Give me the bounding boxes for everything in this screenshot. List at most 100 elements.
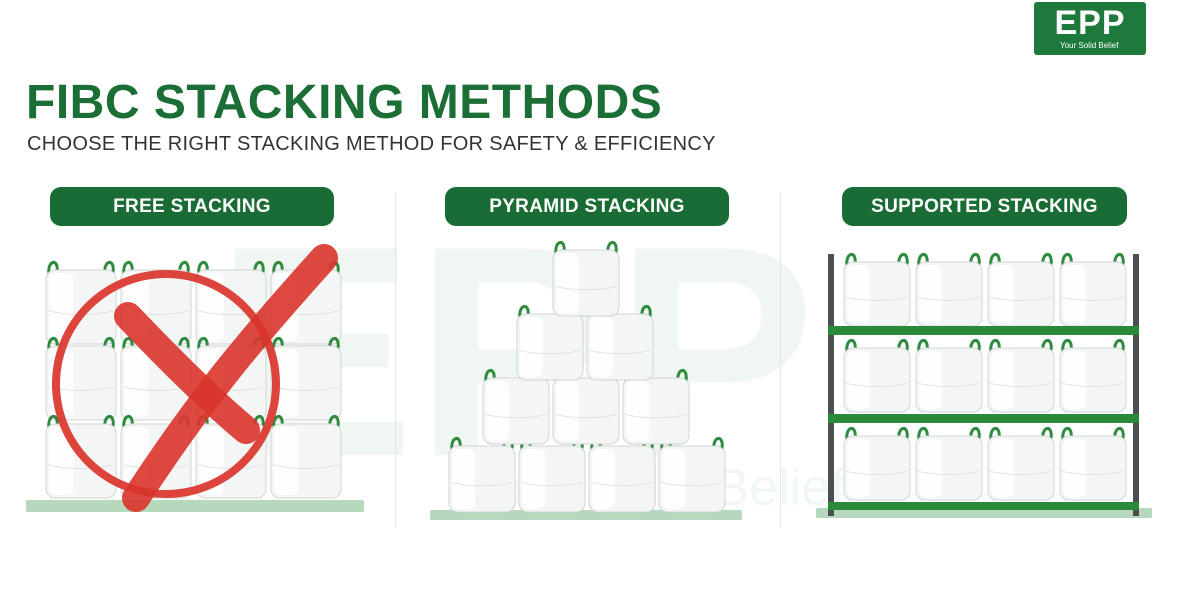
fibc-bag <box>448 437 516 513</box>
lifting-loop <box>845 427 857 442</box>
bag-fold <box>1061 382 1125 388</box>
fibc-bag <box>270 337 342 421</box>
bag-highlight <box>1063 439 1087 497</box>
fibc-bag <box>518 437 586 513</box>
fibc-bag <box>270 415 342 499</box>
fibc-bag <box>586 305 654 381</box>
lifting-loop <box>845 339 857 354</box>
fibc-bag <box>843 253 911 327</box>
bag-highlight <box>49 273 74 341</box>
lifting-loop <box>845 253 857 268</box>
column-divider <box>780 192 781 528</box>
logo-mark: EPP <box>1054 4 1126 42</box>
lifting-loop <box>272 337 284 352</box>
bag-highlight <box>556 253 580 313</box>
bag-fold <box>845 296 909 302</box>
bag-highlight <box>590 317 614 377</box>
fibc-bag <box>915 427 983 501</box>
fibc-bag <box>588 437 656 513</box>
bag-fold <box>917 382 981 388</box>
bag-fold <box>518 349 582 355</box>
lifting-loop <box>272 415 284 430</box>
bag-highlight <box>847 439 871 497</box>
fibc-bag <box>987 427 1055 501</box>
bag-highlight <box>49 427 74 495</box>
lifting-loop <box>989 427 1001 442</box>
fibc-bag <box>1059 253 1127 327</box>
lifting-loop <box>917 253 929 268</box>
bag-highlight <box>991 439 1015 497</box>
epp-logo: EPP Your Solid Belief <box>1034 2 1146 55</box>
pyramid-stacking-illustration <box>430 241 742 520</box>
page-title: FIBC STACKING METHODS <box>26 76 663 129</box>
bag-highlight <box>452 449 476 509</box>
lifting-loop <box>122 415 134 430</box>
bag-highlight <box>592 449 616 509</box>
lifting-loop <box>554 241 566 256</box>
rack-shelf <box>828 326 1139 335</box>
lifting-loop <box>917 427 929 442</box>
bag-highlight <box>847 351 871 409</box>
bag-fold <box>989 382 1053 388</box>
pallet <box>26 500 364 512</box>
bag-highlight <box>274 427 299 495</box>
bag-fold <box>660 481 724 487</box>
lifting-loop <box>47 337 59 352</box>
fibc-bag <box>1059 339 1127 413</box>
lifting-loop <box>1061 427 1073 442</box>
bag-fold <box>845 382 909 388</box>
rack-shelf <box>828 502 1139 510</box>
free-stacking-illustration <box>26 244 364 512</box>
bag-highlight <box>274 349 299 417</box>
lifting-loop <box>47 261 59 276</box>
lifting-loop <box>1061 339 1073 354</box>
fibc-bag <box>915 253 983 327</box>
bag-fold <box>845 470 909 476</box>
lifting-loop <box>197 261 209 276</box>
lifting-loop <box>989 339 1001 354</box>
lifting-loop <box>122 337 134 352</box>
bag-highlight <box>847 265 871 323</box>
logo-tagline: Your Solid Belief <box>1060 41 1119 50</box>
bag-fold <box>47 464 115 470</box>
bag-fold <box>554 285 618 291</box>
storage-rack <box>828 254 1139 516</box>
lifting-loop <box>47 415 59 430</box>
rack-post <box>828 254 834 516</box>
lifting-loop <box>917 339 929 354</box>
bag-fold <box>588 349 652 355</box>
fibc-bag <box>1059 427 1127 501</box>
lifting-loop <box>450 437 462 452</box>
bag-highlight <box>626 381 650 441</box>
lifting-loop <box>518 305 530 320</box>
bag-fold <box>520 481 584 487</box>
fibc-bag <box>45 415 117 499</box>
fibc-bag <box>987 339 1055 413</box>
bag-fold <box>989 296 1053 302</box>
pallet <box>430 510 742 520</box>
fibc-bag <box>516 305 584 381</box>
bag-highlight <box>919 265 943 323</box>
bag-fold <box>450 481 514 487</box>
bag-fold <box>484 413 548 419</box>
lifting-loop <box>272 261 284 276</box>
fibc-bag <box>987 253 1055 327</box>
fibc-bag <box>843 427 911 501</box>
fibc-bag <box>843 339 911 413</box>
fibc-bag <box>482 369 550 445</box>
bag-fold <box>917 296 981 302</box>
column-divider <box>395 192 396 528</box>
pyramid-stacking-label: PYRAMID STACKING <box>445 187 729 226</box>
fibc-bag <box>622 369 690 445</box>
fibc-bag <box>658 437 726 513</box>
bag-highlight <box>919 351 943 409</box>
lifting-loop <box>989 253 1001 268</box>
fibc-bag <box>915 339 983 413</box>
lifting-loop <box>122 261 134 276</box>
bag-highlight <box>1063 265 1087 323</box>
pallet <box>816 508 1152 518</box>
lifting-loop <box>197 337 209 352</box>
bag-highlight <box>124 349 149 417</box>
free-stacking-label: FREE STACKING <box>50 187 334 226</box>
page-subtitle: CHOOSE THE RIGHT STACKING METHOD FOR SAF… <box>27 133 716 155</box>
